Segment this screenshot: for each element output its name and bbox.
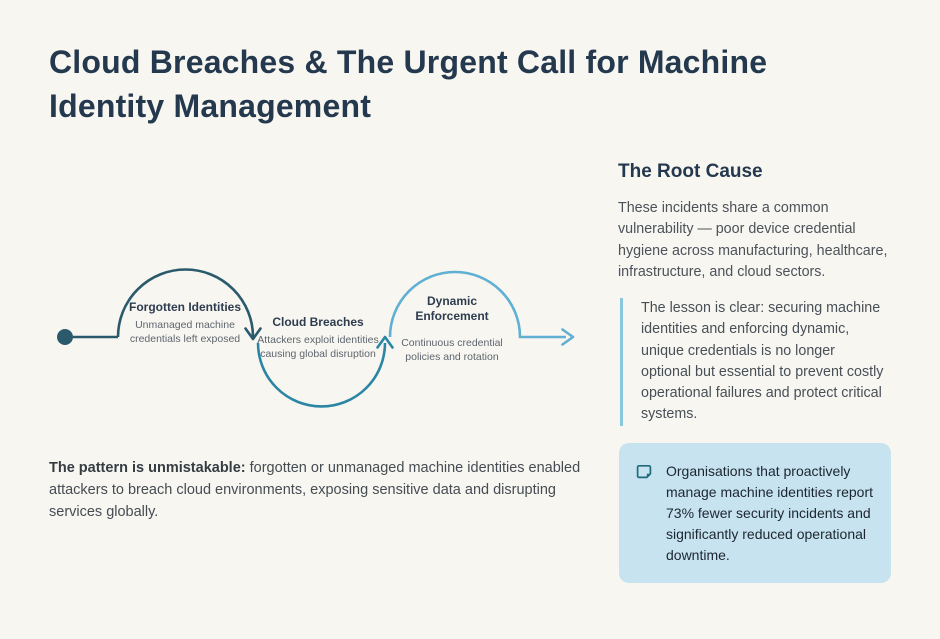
timeline-start-dot — [57, 329, 73, 345]
node-subtitle-cloud-breaches: Attackers exploit identities causing glo… — [257, 334, 379, 360]
root-cause-heading: The Root Cause — [618, 161, 763, 182]
page-title: Cloud Breaches & The Urgent Call for Mac… — [49, 40, 869, 128]
sticky-note-icon — [636, 464, 652, 485]
arrow-down-icon — [244, 327, 262, 341]
node-subtitle-forgotten-identities: Unmanaged machine credentials left expos… — [129, 319, 241, 345]
timeline-arc-cloud-breaches — [256, 342, 387, 408]
page-title-line1: Cloud Breaches & The Urgent Call for Mac… — [49, 44, 768, 80]
stat-callout-text: Organisations that proactively manage ma… — [666, 463, 874, 563]
timeline-arc-dynamic-enforcement — [388, 270, 566, 339]
timeline-diagram: Forgotten Identities Unmanaged machine c… — [49, 253, 609, 433]
pattern-summary-lead: The pattern is unmistakable: — [49, 460, 246, 476]
stat-callout: Organisations that proactively manage ma… — [619, 443, 891, 583]
arrow-right-icon — [561, 328, 575, 346]
arrow-up-icon — [376, 335, 394, 349]
page-title-line2: Identity Management — [49, 88, 372, 124]
node-subtitle-dynamic-enforcement: Continuous credential policies and rotat… — [401, 337, 503, 363]
node-title-forgotten-identities: Forgotten Identities — [129, 300, 241, 314]
timeline-graphic — [57, 268, 575, 408]
lesson-quote: The lesson is clear: securing machine id… — [620, 298, 884, 426]
pattern-summary-paragraph: The pattern is unmistakable: forgotten o… — [49, 457, 585, 523]
pattern-summary-text: forgotten or unmanaged machine identitie… — [49, 460, 581, 520]
timeline-arc-forgotten-identities — [116, 268, 255, 338]
node-title-cloud-breaches: Cloud Breaches — [272, 315, 364, 329]
node-title-dynamic-enforcement: Dynamic Enforcement — [415, 294, 489, 323]
root-cause-paragraph: These incidents share a common vulnerabi… — [618, 200, 888, 280]
